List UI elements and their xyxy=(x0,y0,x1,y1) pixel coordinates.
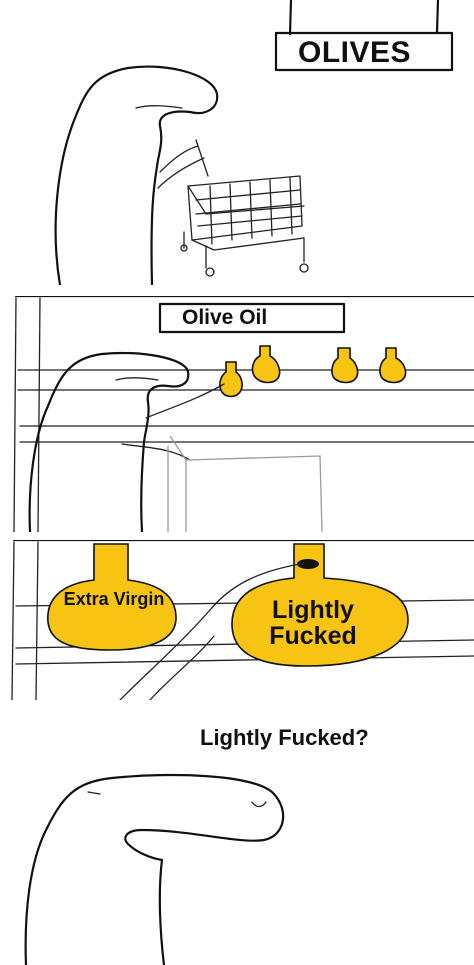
panel-1-drawing xyxy=(54,0,454,285)
panel-4-drawing xyxy=(24,773,285,965)
character-body xyxy=(28,351,190,532)
panel-1-olives-aisle: OLIVES xyxy=(0,0,474,285)
olive-oil-sign: Olive Oil xyxy=(182,306,268,329)
speech-text: Lightly Fucked? xyxy=(200,725,369,750)
olives-sign: OLIVES xyxy=(298,36,412,69)
extra-virgin-bottle xyxy=(47,543,177,651)
character-body xyxy=(54,65,219,285)
character-body xyxy=(24,773,285,965)
panel-3-bottle-closeup: Extra Virgin Lightly Fucked xyxy=(0,540,474,700)
extra-virgin-label: Extra Virgin xyxy=(63,589,165,609)
oil-bottles xyxy=(219,345,407,398)
panel-2-drawing xyxy=(13,296,474,532)
panel-3-drawing xyxy=(11,540,474,700)
panel-4-reaction: Lightly Fucked? xyxy=(0,712,474,965)
panel-2-olive-oil-shelf: Olive Oil xyxy=(0,296,474,532)
lightly-fucked-bottle xyxy=(231,543,409,667)
shopping-cart xyxy=(180,139,309,277)
lightly-fucked-label: Lightly Fucked xyxy=(269,596,357,650)
